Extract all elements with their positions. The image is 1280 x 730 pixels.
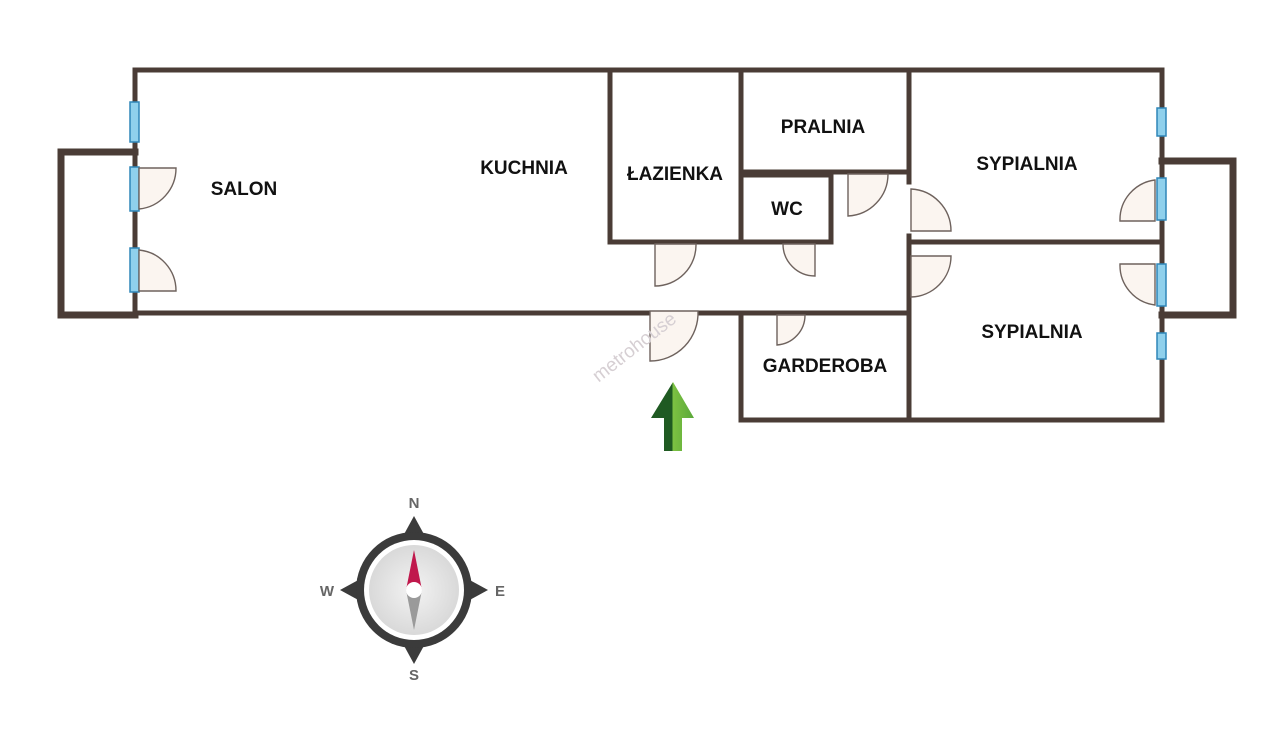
window-salon-1	[129, 101, 140, 143]
window-bedroom-1	[1156, 107, 1167, 137]
doors	[138, 167, 1156, 362]
door-garderoba	[776, 314, 806, 346]
room-label-sypialnia-bottom: SYPIALNIA	[981, 322, 1083, 343]
up-arrow-icon	[651, 382, 694, 451]
outer-wall	[132, 67, 1165, 423]
door-lazienka	[654, 243, 697, 287]
compass-rose-icon: N S W E	[320, 495, 505, 684]
compass-needle-south	[406, 590, 422, 630]
compass-label-s: S	[409, 667, 419, 684]
door-balcony-3	[1119, 179, 1156, 222]
window-salon-3	[129, 247, 140, 293]
walls	[57, 67, 1237, 423]
compass-label-w: W	[320, 583, 335, 600]
room-label-sypialnia-top: SYPIALNIA	[976, 154, 1078, 175]
window-bedroom-2	[1156, 177, 1167, 221]
door-entrance	[649, 310, 699, 362]
door-wc	[782, 243, 816, 277]
compass-needle-north	[406, 550, 422, 590]
window-bedroom-3	[1156, 263, 1167, 307]
room-label-lazienka: ŁAZIENKA	[627, 164, 723, 185]
compass-label-e: E	[495, 583, 505, 600]
window-salon-2	[129, 166, 140, 212]
room-label-wc: WC	[771, 199, 803, 220]
room-labels: SALON KUCHNIA ŁAZIENKA PRALNIA WC SYPIAL…	[211, 117, 1083, 377]
balcony-left	[57, 148, 139, 319]
bathroom-walls	[607, 67, 834, 245]
door-balcony-4	[1119, 263, 1156, 306]
door-pralnia	[847, 173, 889, 217]
door-balcony-2	[138, 249, 177, 292]
room-label-salon: SALON	[211, 179, 278, 200]
door-balcony-1	[138, 167, 177, 210]
room-label-pralnia: PRALNIA	[781, 117, 866, 138]
room-label-garderoba: GARDEROBA	[763, 356, 888, 377]
balcony-right	[1158, 157, 1237, 319]
door-sypialnia-top	[910, 188, 952, 232]
door-sypialnia-bottom	[910, 255, 952, 298]
compass-label-n: N	[409, 495, 420, 512]
windows	[129, 101, 1167, 360]
room-label-kuchnia: KUCHNIA	[480, 158, 568, 179]
window-bedroom-4	[1156, 332, 1167, 360]
